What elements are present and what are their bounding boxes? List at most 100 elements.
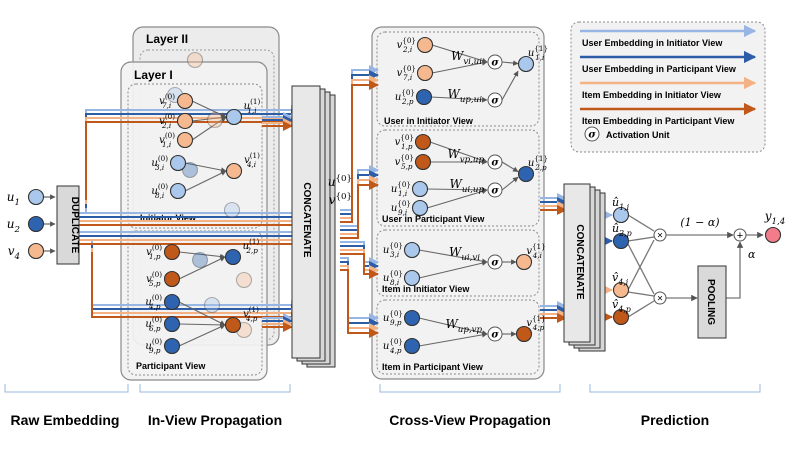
- nodes: [27, 36, 782, 355]
- cv0-output-label: u{1}1,i: [528, 44, 548, 62]
- cv0-input-label-v7,i: v{0}7,i: [397, 64, 416, 82]
- concat-to-cv-a-3: [340, 80, 379, 223]
- iv-right-label-u1,i: u(1)1,i: [244, 97, 261, 115]
- cv2-sigma-0-label: σ: [491, 258, 499, 269]
- raw-node-v4: [27, 242, 45, 260]
- legend-label-1: User Embedding in Participant View: [582, 64, 737, 74]
- cv1-input-label-u1,i: u{0}1,i: [391, 180, 411, 198]
- iv-left-label-v1,i: v(0)1,i: [159, 131, 175, 149]
- section-braces: [4, 384, 761, 393]
- iv-left-label-v2,i: v(0)2,i: [159, 112, 175, 130]
- cv1-input-v1,p: [414, 133, 432, 151]
- pv-left-u9,p: [163, 337, 181, 355]
- input-label-u: u{0}: [328, 174, 352, 189]
- pred-node-2: [612, 281, 630, 299]
- iv-right-u1,i: [225, 108, 243, 126]
- layer2-label: Layer II: [146, 32, 188, 46]
- pool-to-sum: [726, 241, 744, 299]
- cv2-output-label: v{1}4,i: [526, 242, 545, 260]
- duplicate-label: DUPLICATE: [69, 197, 80, 254]
- iv-edge-0: [191, 100, 227, 118]
- pooling-label: POOLING: [705, 279, 716, 325]
- pred-node-1: [612, 232, 630, 250]
- legend-sigma: [584, 126, 600, 142]
- pv-edge-3: [178, 322, 226, 328]
- cv2-in-edge-1: [418, 260, 488, 279]
- iv-left-v1,i: [176, 131, 194, 149]
- raw-label-v4: v4: [8, 244, 20, 262]
- cv2-sigma-0: [487, 254, 503, 270]
- raw-label-u1: u1: [7, 190, 20, 208]
- pv-right-u2,p: [224, 248, 242, 266]
- cv0-sig-out-0: [501, 60, 519, 66]
- pred-e1: [627, 214, 655, 232]
- pv-edge-1: [178, 256, 226, 280]
- iv-edge-3: [184, 162, 227, 173]
- cv2-in-edge-0: [418, 249, 488, 264]
- layer2-ghost-node-2: [206, 111, 224, 129]
- legend-label-2: Item Embedding in Initiator View: [582, 90, 722, 100]
- cv1-output-label: u{1}2,p: [528, 154, 548, 172]
- iv-left-u3,i: [169, 154, 187, 172]
- cv1-output: [517, 165, 535, 183]
- cv2-caption: Item in Initiator View: [382, 284, 470, 294]
- cv1-input-u1,i: [411, 180, 429, 198]
- concat2-layer-0: [563, 183, 591, 343]
- raw-node-u1: [27, 188, 45, 206]
- duplicate-block: [56, 185, 80, 265]
- section-label-2: Cross-View Propagation: [389, 412, 551, 428]
- cv1-weight-0: Wvp,up: [447, 147, 484, 165]
- pv-right-label-v4,p: v(1)4,p: [243, 305, 259, 323]
- cv3-input-u4,p: [403, 337, 421, 355]
- layer2-ghost-node-4: [223, 201, 241, 219]
- concat-to-cv-c-3: [340, 253, 379, 279]
- sum-node: [733, 228, 747, 242]
- iv-left-label-u3,i: u(0)3,i: [151, 154, 168, 172]
- cv3-in-edge-0: [418, 317, 488, 336]
- bundle-bottom-3: [91, 252, 301, 322]
- pred-node-3: [612, 308, 630, 326]
- cv2-input-u8,i: [403, 269, 421, 287]
- layer2-ghost-node-7: [203, 296, 221, 314]
- cv1-input-v5,p: [414, 153, 432, 171]
- pv-left-u4,p: [163, 293, 181, 311]
- iv-edge-1: [191, 114, 227, 122]
- pv-edge-0: [178, 251, 226, 260]
- cv3-input-label-u4,p: u{0}4,p: [383, 337, 403, 355]
- cv3-output-label: v{1}4,p: [526, 314, 545, 332]
- cv3-output: [515, 325, 533, 343]
- labels: u1 u2 v4 DUPLICATE v(0)7,i v(0)2,iv(0)1,i u(0)…: [7, 36, 785, 428]
- legend-activation-label: Activation Unit: [606, 130, 670, 140]
- pv-edge-2: [178, 301, 226, 326]
- iv-left-label-v7,i: v(0)7,i: [159, 92, 175, 110]
- cv0-sigma-1: [487, 92, 503, 108]
- multiply-node-1: [653, 291, 667, 305]
- cv3-input-u9,p: [403, 309, 421, 327]
- cv1-in-edge-3: [426, 188, 488, 209]
- cv0-in-edge-2: [430, 96, 488, 103]
- cv0-in-edge-1: [431, 60, 488, 74]
- layer2-ghost-node-6: [235, 271, 253, 289]
- iv-left-v7,i: [176, 92, 194, 110]
- cv0-input-u2,p: [415, 88, 433, 106]
- pred-e4: [627, 243, 655, 295]
- cv1-sig-out-1: [501, 176, 519, 191]
- cv0-caption: User in Initiator View: [384, 116, 474, 126]
- legend-box: [570, 21, 766, 153]
- layer2-ghost-node-5: [191, 251, 209, 269]
- iv-right-label-v4,i: v(1)4,i: [244, 151, 260, 169]
- user-initiator-box: [376, 31, 540, 127]
- cv1-caption: User in Participant View: [382, 214, 485, 224]
- cv1-sigma-0-label: σ: [491, 158, 499, 169]
- cv1-sigma-0: [487, 154, 503, 170]
- initiator-view-box: [127, 83, 263, 229]
- cv0-sigma-0-label: σ: [491, 58, 499, 69]
- raw-label-u2: u2: [7, 217, 20, 235]
- pooling-block: [697, 265, 727, 339]
- participant-view-box: [127, 230, 263, 376]
- pv-left-label-u9,p: u(0)9,p: [145, 337, 162, 355]
- cv0-sigma-1-label: σ: [491, 96, 499, 107]
- pred-node-label-0: û1,i: [612, 196, 630, 212]
- cv3-sigma-0-label: σ: [491, 330, 499, 341]
